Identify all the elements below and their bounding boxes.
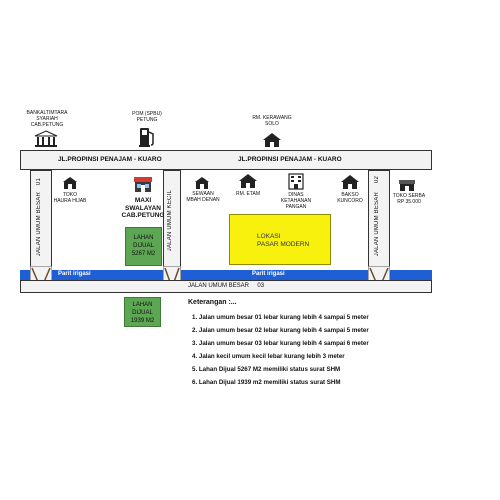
- supermarket-icon: [134, 177, 152, 192]
- shop-icon: [63, 177, 77, 189]
- house-icon: [263, 133, 281, 147]
- store-icon: [195, 177, 209, 189]
- bridge-right-icon: [368, 266, 390, 284]
- pom-label: POM (SPBU)PETUNG: [125, 111, 169, 123]
- legend-title: Keterangan :...: [188, 299, 237, 306]
- left-road-number: 01: [36, 178, 42, 186]
- bottom-road-name: JALAN UMUM BESAR: [188, 283, 250, 289]
- restaurant-icon: [239, 174, 257, 188]
- bank-icon: [34, 130, 58, 147]
- bottom-road-number: 03: [257, 283, 265, 289]
- main-road-label-left: JL.PROPINSI PENAJAM - KUARO: [58, 156, 162, 163]
- bridge-left-icon: [30, 266, 52, 284]
- legend-item: 4. Jalan kecil umum kecil lebar kurang l…: [192, 353, 345, 360]
- left-road-label: JALAN UMUM BESAR: [36, 192, 42, 257]
- canal-label-left: Parit irigasi: [58, 271, 91, 277]
- legend-item: 6. Lahan Dijual 1939 m2 memiliki status …: [192, 379, 341, 386]
- main-road-label-right: JL.PROPINSI PENAJAM - KUARO: [238, 156, 342, 163]
- legend-item: 3. Jalan umum besar 03 lebar kurang lebi…: [192, 340, 369, 347]
- pom-label-text: POM (SPBU)PETUNG: [132, 111, 162, 123]
- right-road-label: JALAN UMUM BESAR: [374, 192, 380, 257]
- fuel-pump-icon: [139, 128, 154, 147]
- bridge-middle-icon: [163, 266, 181, 284]
- office-building-icon: [288, 173, 304, 190]
- canal-label-right: Parit irigasi: [252, 271, 285, 277]
- bottom-road-label: JALAN UMUM BESAR 03: [188, 283, 264, 289]
- food-stall-icon: [341, 175, 359, 189]
- main-road: [20, 150, 432, 170]
- rm-etam-label: RM. ETAM: [235, 191, 261, 197]
- legend-item: 5. Lahan Dijual 5267 M2 memiliki status …: [192, 366, 341, 373]
- bottom-road: [20, 280, 432, 293]
- legend-item: 1. Jalan umum besar 01 lebar kurang lebi…: [192, 314, 369, 321]
- canal: [20, 270, 432, 280]
- shop-icon: [399, 180, 415, 191]
- right-road-number: 02: [374, 176, 380, 184]
- legend-item: 2. Jalan umum besar 02 lebar kurang lebi…: [192, 327, 369, 334]
